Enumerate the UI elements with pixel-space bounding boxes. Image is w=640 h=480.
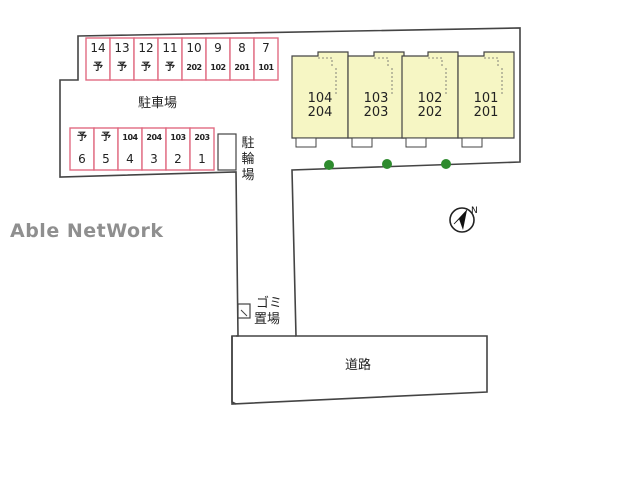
stall-assignment: 予	[77, 132, 87, 143]
stall-number: 13	[114, 41, 130, 55]
stall-number: 5	[102, 152, 110, 166]
stall-assignment: 201	[234, 63, 250, 72]
stall-number: 7	[262, 41, 270, 55]
stall-number: 10	[186, 41, 202, 55]
parking-stall	[205, 37, 231, 81]
stall-number: 1	[198, 152, 206, 166]
stall-assignment: 101	[258, 63, 274, 72]
parking-stall	[165, 127, 191, 171]
building-interior-line	[374, 57, 393, 96]
parking-stall	[157, 37, 183, 81]
parking-stall	[93, 127, 119, 171]
unit-lower-number: 102	[417, 91, 443, 106]
unit-upper-number: 204	[307, 105, 333, 120]
stall-number: 14	[90, 41, 106, 55]
stall-assignment: 予	[93, 62, 103, 73]
road-boundary	[231, 335, 296, 405]
tree-icon	[441, 159, 451, 169]
stall-assignment: 予	[101, 132, 111, 143]
bicycle-parking-box	[217, 133, 237, 171]
stall-number: 2	[174, 152, 182, 166]
stall-number: 11	[162, 41, 178, 55]
stall-assignment: 202	[186, 63, 202, 72]
stall-number: 8	[238, 41, 246, 55]
entrance-step	[351, 137, 373, 148]
apartment-building	[457, 51, 515, 139]
stall-assignment: 104	[122, 133, 138, 142]
bicycle-parking-label: 駐 輪 場	[241, 136, 255, 183]
parking-row-bottom	[69, 127, 215, 171]
entrance-step	[405, 137, 427, 148]
unit-upper-number: 202	[417, 105, 443, 120]
unit-lower-number: 103	[363, 91, 389, 106]
stall-number: 4	[126, 152, 134, 166]
watermark-text: Able NetWork	[10, 220, 164, 242]
parking-stall	[189, 127, 215, 171]
stall-assignment: 予	[165, 62, 175, 73]
building-row	[291, 51, 515, 148]
stall-assignment: 204	[146, 133, 162, 142]
apartment-building	[291, 51, 349, 139]
garbage-label: ゴミ 置場	[254, 296, 283, 327]
parking-stall	[141, 127, 167, 171]
compass-icon: N	[449, 206, 478, 233]
parking-stall	[109, 37, 135, 81]
unit-lower-number: 101	[473, 91, 499, 106]
apartment-building	[347, 51, 405, 139]
entrance-step	[461, 137, 483, 148]
stall-number: 12	[138, 41, 154, 55]
parking-stall	[85, 37, 111, 81]
unit-lower-number: 104	[307, 91, 333, 106]
svg-text:N: N	[471, 206, 478, 216]
building-interior-line	[318, 57, 337, 96]
stall-assignment: 予	[141, 62, 151, 73]
unit-upper-number: 201	[473, 105, 499, 120]
tree-icon	[324, 160, 334, 170]
road-label: 道路	[345, 358, 372, 373]
parking-lot-label: 駐車場	[138, 96, 178, 111]
stall-assignment: 103	[170, 133, 186, 142]
parking-stall	[253, 37, 279, 81]
stall-assignment: 予	[117, 62, 127, 73]
unit-upper-number: 203	[363, 105, 389, 120]
apartment-building	[401, 51, 459, 139]
stall-assignment: 203	[194, 133, 210, 142]
building-interior-line	[484, 57, 503, 96]
parking-stall	[133, 37, 159, 81]
stall-number: 6	[78, 152, 86, 166]
stall-number: 3	[150, 152, 158, 166]
garbage-box	[237, 303, 251, 319]
parking-row-top	[85, 37, 279, 81]
parking-stall	[117, 127, 143, 171]
entrance-step	[295, 137, 317, 148]
stall-number: 9	[214, 41, 222, 55]
garbage-box-mark	[240, 309, 248, 317]
stall-assignment: 102	[210, 63, 226, 72]
building-interior-line	[428, 57, 447, 96]
tree-icon	[382, 159, 392, 169]
